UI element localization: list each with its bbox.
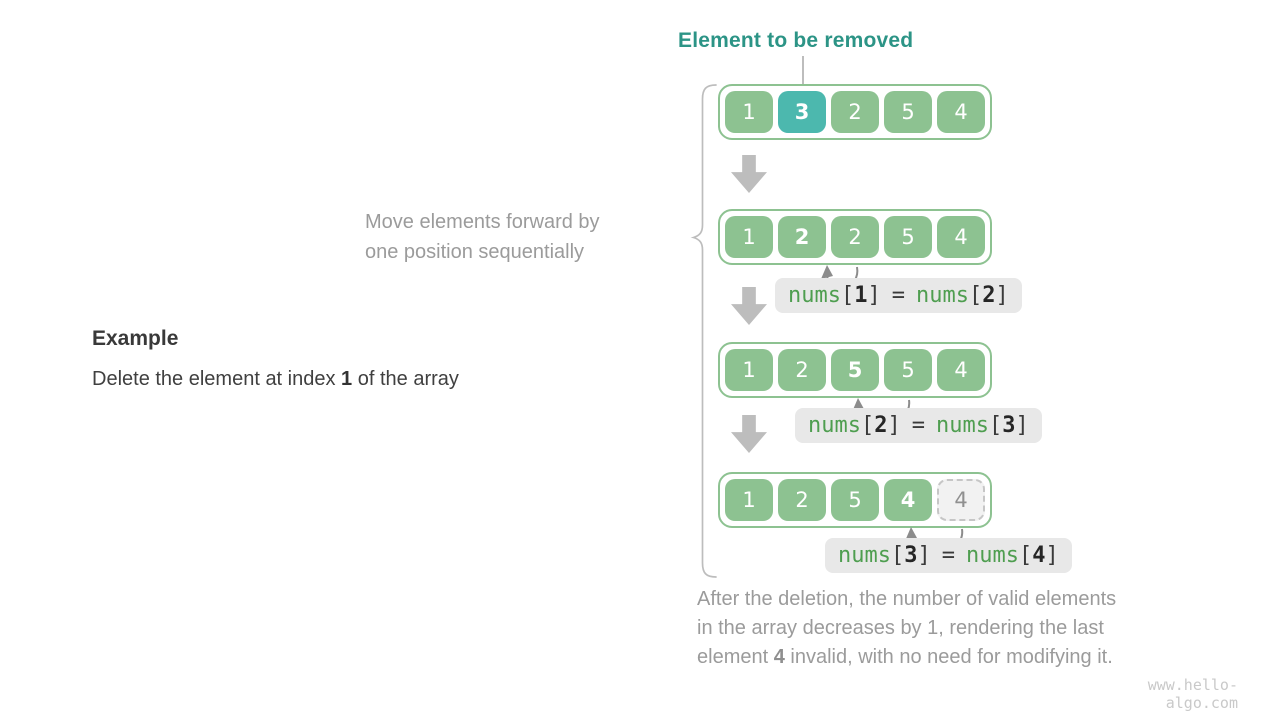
down-arrow-icon xyxy=(731,287,767,325)
array-cell: 1 xyxy=(725,91,773,133)
code-index: 4 xyxy=(1032,543,1046,568)
code-index: 2 xyxy=(982,283,996,308)
code-bracket: [ xyxy=(1018,543,1033,568)
code-bracket: ] xyxy=(917,543,931,568)
array-cell: 4 xyxy=(937,91,985,133)
array-cell: 2 xyxy=(831,91,879,133)
array-cell: 1 xyxy=(725,216,773,258)
array-cell: 4 xyxy=(937,349,985,391)
array-cell: 5 xyxy=(831,479,879,521)
code-bracket: ] xyxy=(995,283,1009,308)
code-equals: = xyxy=(911,413,925,438)
code-var: nums xyxy=(935,413,989,438)
array-cell: 1 xyxy=(725,479,773,521)
array-cell: 4 xyxy=(937,216,985,258)
code-bracket: [ xyxy=(988,413,1003,438)
footer-line3-pre: element xyxy=(697,646,774,668)
footer-invalid-value: 4 xyxy=(773,646,785,668)
code-var: nums xyxy=(788,283,841,308)
footer-line3: element 4 invalid, with no need for modi… xyxy=(697,643,1237,672)
title-pointer-line xyxy=(802,56,804,85)
footer-note: After the deletion, the number of valid … xyxy=(697,585,1237,672)
example-heading: Example xyxy=(92,327,179,350)
code-index: 1 xyxy=(854,283,868,308)
footer-line2: in the array decreases by 1, rendering t… xyxy=(697,617,1104,639)
down-arrow-icon xyxy=(731,415,767,453)
code-equals: = xyxy=(891,283,905,308)
array-cell: 5 xyxy=(884,91,932,133)
watermark: www.hello-algo.com xyxy=(1147,676,1238,712)
array-row-2: 1 2 2 5 4 xyxy=(718,209,992,265)
array-cell: 2 xyxy=(778,479,826,521)
down-arrow-icon xyxy=(731,155,767,193)
array-cell: 5 xyxy=(884,216,932,258)
code-bracket: [ xyxy=(890,543,905,568)
code-equals: = xyxy=(941,543,955,568)
code-var: nums xyxy=(965,543,1019,568)
array-cell: 2 xyxy=(831,216,879,258)
array-cell-moved: 4 xyxy=(884,479,932,521)
move-note-line2: one position sequentially xyxy=(365,241,585,263)
array-cell-invalid: 4 xyxy=(937,479,985,521)
code-bracket: ] xyxy=(867,283,881,308)
footer-line1: After the deletion, the number of valid … xyxy=(697,588,1117,610)
array-row-3: 1 2 5 5 4 xyxy=(718,342,992,398)
array-cell-to-be-removed: 3 xyxy=(778,91,826,133)
footer-line3-post: invalid, with no need for modifying it. xyxy=(784,646,1113,668)
code-bracket: [ xyxy=(968,283,983,308)
example-text: Delete the element at index 1 of the arr… xyxy=(92,368,459,391)
example-text-pre: Delete the element at index xyxy=(92,368,342,390)
code-label: nums[1]=nums[2] xyxy=(775,278,1022,313)
code-bracket: ] xyxy=(1015,413,1029,438)
array-cell: 5 xyxy=(884,349,932,391)
array-cell-moved: 5 xyxy=(831,349,879,391)
group-brace xyxy=(690,84,717,578)
array-cell-moved: 2 xyxy=(778,216,826,258)
code-index: 3 xyxy=(904,543,918,568)
code-var: nums xyxy=(808,413,861,438)
example-text-post: of the array xyxy=(352,368,459,390)
code-index: 2 xyxy=(874,413,888,438)
diagram-title: Element to be removed xyxy=(678,29,914,52)
code-bracket: ] xyxy=(1045,543,1059,568)
code-bracket: [ xyxy=(860,413,875,438)
code-var: nums xyxy=(838,543,891,568)
array-row-1: 1 3 2 5 4 xyxy=(718,84,992,140)
example-index: 1 xyxy=(341,368,353,390)
code-var: nums xyxy=(915,283,969,308)
code-label: nums[2]=nums[3] xyxy=(795,408,1042,443)
code-label: nums[3]=nums[4] xyxy=(825,538,1072,573)
code-bracket: [ xyxy=(840,283,855,308)
move-note: Move elements forward by one position se… xyxy=(365,207,600,267)
code-index: 3 xyxy=(1002,413,1016,438)
array-cell: 2 xyxy=(778,349,826,391)
code-bracket: ] xyxy=(887,413,901,438)
array-cell: 1 xyxy=(725,349,773,391)
array-row-4: 1 2 5 4 4 xyxy=(718,472,992,528)
move-note-line1: Move elements forward by xyxy=(365,211,600,233)
